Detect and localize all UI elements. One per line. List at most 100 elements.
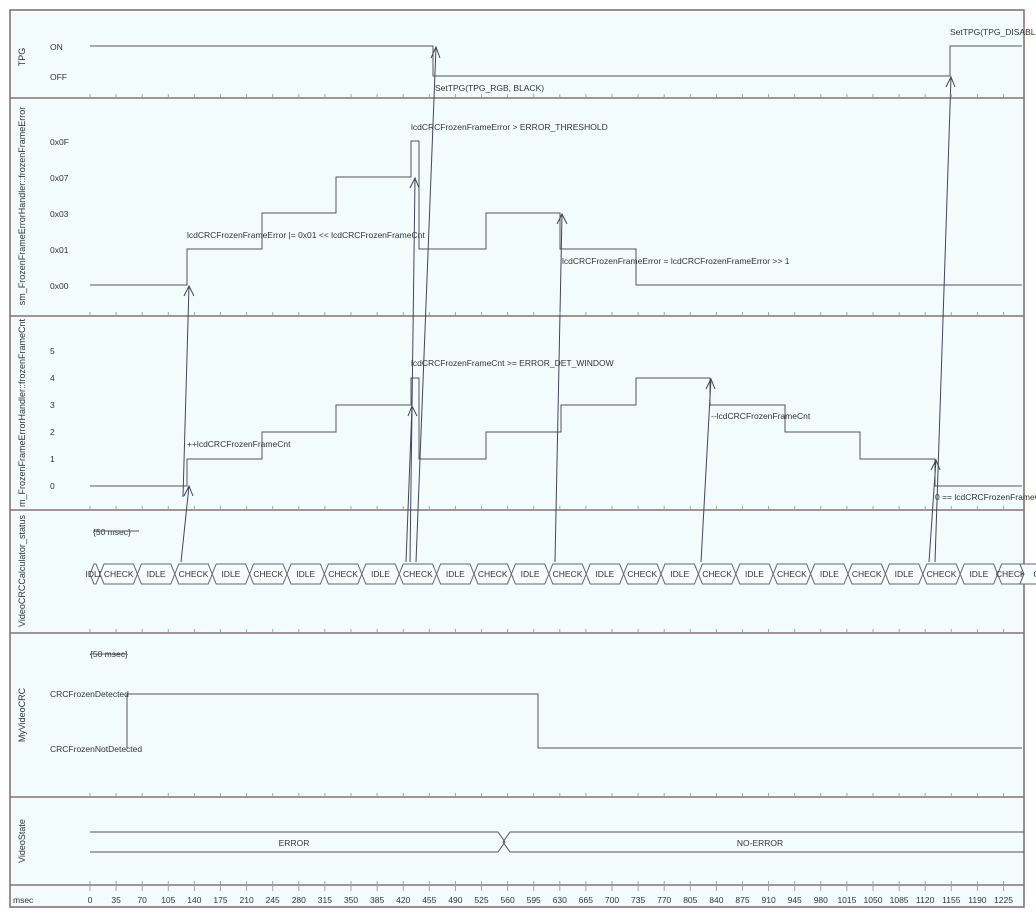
calc-state-box [249,563,288,585]
calc-state-label: IDLE [745,569,764,579]
calc-state-label: CHECK [328,569,358,579]
time-tick-label: 560 [501,895,515,905]
cnt-note-decrement: --lcdCRCFrozenFrameCnt [711,411,811,421]
tpg-signal [90,45,1022,77]
time-tick-label: 175 [213,895,227,905]
time-tick-label: 1085 [890,895,909,905]
message-arrows [180,45,956,563]
video-state-bus [90,831,1024,853]
lane-title-video-state: VideoState [17,819,27,863]
calc-state-box [136,563,176,585]
time-tick-label: 735 [631,895,645,905]
lane-title-frozen-error: sm_FrozenFrameErrorHandler::frozenFrameE… [17,107,27,306]
time-tick-label: 490 [448,895,462,905]
calc-state-box [361,563,400,585]
video-state-error: ERROR [279,838,310,848]
lane-separators [10,97,1024,886]
frozen-error-signal [90,140,1022,286]
calc-state-box [884,563,924,585]
calc-state-box [398,563,438,585]
calc-duration-note: {50 msec} [93,527,131,537]
time-tick-label: 350 [344,895,358,905]
calc-state-box [772,563,812,585]
calc-state-label: CHECK [627,569,657,579]
tpg-state-off: OFF [50,72,67,82]
calc-state-label: CHECK [553,569,583,579]
calc-state-box [623,563,662,585]
calc-state-label: CHECK [104,569,134,579]
error-state-0x03: 0x03 [50,209,69,219]
calc-state-box [548,563,587,585]
calc-state-label: CHECK [996,569,1026,579]
calc-state-label: IDLE [221,569,240,579]
time-tick-label: 105 [161,895,175,905]
calc-state-box [436,563,475,585]
time-tick-label: 665 [579,895,593,905]
lane-title-frozen-cnt: m_FrozenFrameErrorHandler::frozenFrameCn… [17,318,27,507]
calc-state-label: IDLE [446,569,465,579]
time-tick-label: 385 [370,895,384,905]
video-state-no-error: NO-ERROR [737,838,783,848]
tpg-event-disable: SetTPG(TPG_DISABLE [950,27,1036,37]
time-tick-label: 525 [474,895,488,905]
calc-state-box [89,563,101,585]
time-tick-label: 455 [422,895,436,905]
error-state-0x07: 0x07 [50,173,69,183]
error-state-0x00: 0x00 [50,281,69,291]
time-tick-label: 595 [527,895,541,905]
calc-state-box [510,563,550,585]
time-tick-label: 1120 [916,895,935,905]
time-tick-label: 245 [266,895,280,905]
calc-state-box [99,563,138,585]
calc-state-label: CHECK [179,569,209,579]
crc-state-detected: CRCFrozenDetected [50,689,129,699]
calc-state-box [174,563,213,585]
frozen-cnt-signal [90,377,1022,487]
calc-state-label: CHECK [403,569,433,579]
calc-state-box [735,563,774,585]
calc-state-label: CHECK [253,569,283,579]
time-tick-label: 315 [318,895,332,905]
time-tick-label: 1050 [864,895,883,905]
time-tick-label: 700 [605,895,619,905]
tpg-state-on: ON [50,42,63,52]
cnt-state-0: 0 [50,481,55,491]
time-tick-label: 35 [111,895,121,905]
time-tick-label: 70 [137,895,147,905]
cnt-note-increment: ++lcdCRCFrozenFrameCnt [187,439,291,449]
calc-state-box [959,563,999,585]
calc-state-box [697,563,737,585]
time-tick-label: 840 [709,895,723,905]
lane-background [10,10,1024,907]
calc-state-label: CHECK [927,569,957,579]
calc-state-box [323,563,363,585]
error-state-0x0f: 0x0F [50,137,69,147]
calc-state-label: CHECK [1033,569,1036,579]
calc-state-label: IDLE [296,569,315,579]
time-tick-label: 980 [814,895,828,905]
calc-state-label: IDLE [595,569,614,579]
diagram-frame [9,9,1025,908]
time-tick-label: 945 [788,895,802,905]
time-tick-label: 875 [735,895,749,905]
time-tick-label: 1190 [968,895,987,905]
time-tick-label: 805 [683,895,697,905]
error-note-or-shift: lcdCRCFrozenFrameError |= 0x01 << lcdCRC… [187,230,425,240]
lane-title-calc-status: VideoCRCCalculator_status [17,515,27,627]
cnt-note-window: lcdCRCFrozenFrameCnt >= ERROR_DET_WINDOW [411,358,614,368]
calc-state-label: IDLE [521,569,540,579]
calc-state-box [810,563,849,585]
calc-state-box [585,563,625,585]
calc-state-box [847,563,886,585]
error-note-threshold: lcdCRCFrozenFrameError > ERROR_THRESHOLD [411,122,608,132]
tpg-event-set-black: SetTPG(TPG_RGB, BLACK) [435,83,544,93]
crc-state-not-detected: CRCFrozenNotDetected [50,744,142,754]
time-tick-label: 1155 [942,895,961,905]
cnt-state-4: 4 [50,373,55,383]
calc-state-box [286,563,325,585]
cnt-state-2: 2 [50,427,55,437]
error-note-shift-right: lcdCRCFrozenFrameError = lcdCRCFrozenFra… [562,256,790,266]
cnt-state-1: 1 [50,454,55,464]
calc-state-label: IDLE [371,569,390,579]
